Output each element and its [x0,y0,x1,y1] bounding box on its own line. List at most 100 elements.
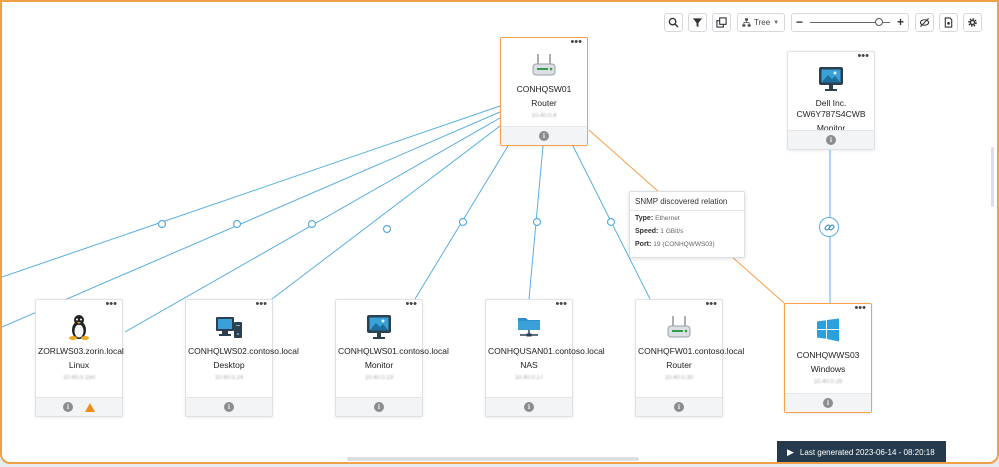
node-ip: 10.40.0.30 [664,375,694,381]
more-options-icon[interactable]: ••• [705,298,717,310]
more-options-icon[interactable]: ••• [105,298,117,310]
more-options-icon[interactable]: ••• [255,298,267,310]
link-midpoint[interactable] [382,224,392,234]
node-card-conhqusan01[interactable]: ••• CONHQUSAN01.contoso.local NAS 10.40.… [485,298,605,417]
info-icon[interactable]: i [224,402,234,412]
export-button[interactable] [939,13,958,32]
filter-button[interactable] [688,13,707,32]
chevron-down-icon: ▼ [773,19,780,26]
node-card-dell-monitor[interactable]: ••• Dell Inc. CW6Y787S4CWB Monitor i [787,50,875,150]
node-name: Dell Inc. CW6Y787S4CWB [796,98,866,119]
search-button[interactable] [664,13,683,32]
node-name: ZORLWS03.zorin.local [38,346,124,356]
horizontal-scrollbar[interactable] [347,457,639,461]
tooltip-port-value: 19 (CONHQWWS03) [653,241,715,248]
monitor-icon [788,66,874,92]
info-icon[interactable]: i [63,402,73,412]
node-type: Desktop [213,360,245,370]
relation-tooltip: SNMP discovered relation Type: Ethernet … [629,191,745,258]
search-icon [668,17,679,28]
layers-button[interactable] [712,13,731,32]
more-options-icon[interactable]: ••• [857,50,869,62]
node-card-zorlws03[interactable]: ••• ZORLWS03.zorin.local Linux 10.40.0.1… [35,298,124,417]
tooltip-title: SNMP discovered relation [630,192,744,211]
monitor-icon [336,314,422,340]
vertical-scrollbar[interactable] [991,147,994,207]
zoom-track[interactable] [810,22,890,23]
hide-button[interactable] [915,13,934,32]
zoom-handle[interactable] [875,18,884,26]
node-type: Monitor [816,123,846,133]
node-card-conhqsw01[interactable]: ••• CONHQSW01 Router 10.40.0.4 i [500,36,588,146]
tooltip-speed-value: 1 GBit/s [660,228,684,235]
nas-icon [486,314,572,340]
node-name: CONHQSW01 [516,84,572,94]
info-icon[interactable]: i [826,135,836,145]
info-icon[interactable]: i [823,398,833,408]
node-name: CONHQUSAN01.contoso.local [488,346,605,356]
node-name: CONHQWWS03 [796,350,860,360]
router-icon [636,314,722,340]
node-ip: 10.40.0.150 [63,375,95,381]
link-line[interactable] [2,111,501,328]
node-footer: i [636,397,722,416]
node-footer: i [501,126,587,145]
link-midpoint[interactable] [307,219,317,229]
link-midpoint[interactable] [532,217,542,227]
node-footer: i [785,393,871,412]
tooltip-type-row: Type: Ethernet [630,211,744,224]
link-badge[interactable] [819,217,839,237]
tree-icon [742,18,751,27]
more-options-icon[interactable]: ••• [555,298,567,310]
info-icon[interactable]: i [374,402,384,412]
last-generated-text: Last generated 2023-06-14 - 08:20:18 [799,447,935,457]
zoom-out-icon[interactable]: − [796,15,804,29]
zoom-in-icon[interactable]: + [896,15,904,29]
layout-select[interactable]: Tree ▼ [737,13,785,32]
link-midpoint[interactable] [458,217,468,227]
tooltip-type-value: Ethernet [655,215,680,222]
more-options-icon[interactable]: ••• [570,36,582,48]
node-type: Monitor [364,360,394,370]
warning-icon[interactable] [85,402,95,412]
node-footer: i [186,397,272,416]
node-ip: 10.40.0.24 [214,375,244,381]
link-midpoint[interactable] [606,217,616,227]
node-card-conhqlws01[interactable]: ••• CONHQLWS01.contoso.local Monitor 10.… [335,298,449,417]
node-type: Router [666,360,692,370]
link-line[interactable] [2,105,501,278]
node-footer: i [486,397,572,416]
node-name: CONHQLWS01.contoso.local [338,346,449,356]
router-icon [501,52,587,78]
link-midpoint[interactable] [157,219,167,229]
node-ip: 10.40.0.26 [813,379,843,385]
filter-icon [692,18,703,28]
node-card-conhqwws03[interactable]: ••• CONHQWWS03 Windows 10.40.0.26 i [784,302,872,413]
tooltip-port-label: Port: [635,241,652,248]
info-icon[interactable]: i [674,402,684,412]
info-icon[interactable]: i [524,402,534,412]
more-options-icon[interactable]: ••• [405,298,417,310]
node-ip: 10.40.0.17 [514,375,544,381]
play-icon[interactable]: ▶ [787,446,794,457]
node-name: CONHQLWS02.contoso.local [188,346,299,356]
node-type: Router [531,98,557,108]
node-type: Linux [68,360,90,370]
settings-button[interactable] [963,13,982,32]
layers-icon [716,17,727,28]
node-card-conhqlws02[interactable]: ••• CONHQLWS02.contoso.local Desktop 10.… [185,298,299,417]
desktop-icon [186,314,272,340]
tooltip-type-label: Type: [635,215,654,222]
gear-icon [968,18,977,27]
link-midpoint[interactable] [232,219,242,229]
link-line[interactable] [271,125,501,300]
link-icon [823,223,835,231]
node-card-conhqfw01[interactable]: ••• CONHQFW01.contoso.local Router 10.40… [635,298,744,417]
node-ip: 10.40.0.23 [364,375,394,381]
last-generated-bar[interactable]: ▶ Last generated 2023-06-14 - 08:20:18 [777,441,946,462]
more-options-icon[interactable]: ••• [854,302,866,314]
zoom-slider[interactable]: − + [791,13,909,32]
info-icon[interactable]: i [539,131,549,141]
